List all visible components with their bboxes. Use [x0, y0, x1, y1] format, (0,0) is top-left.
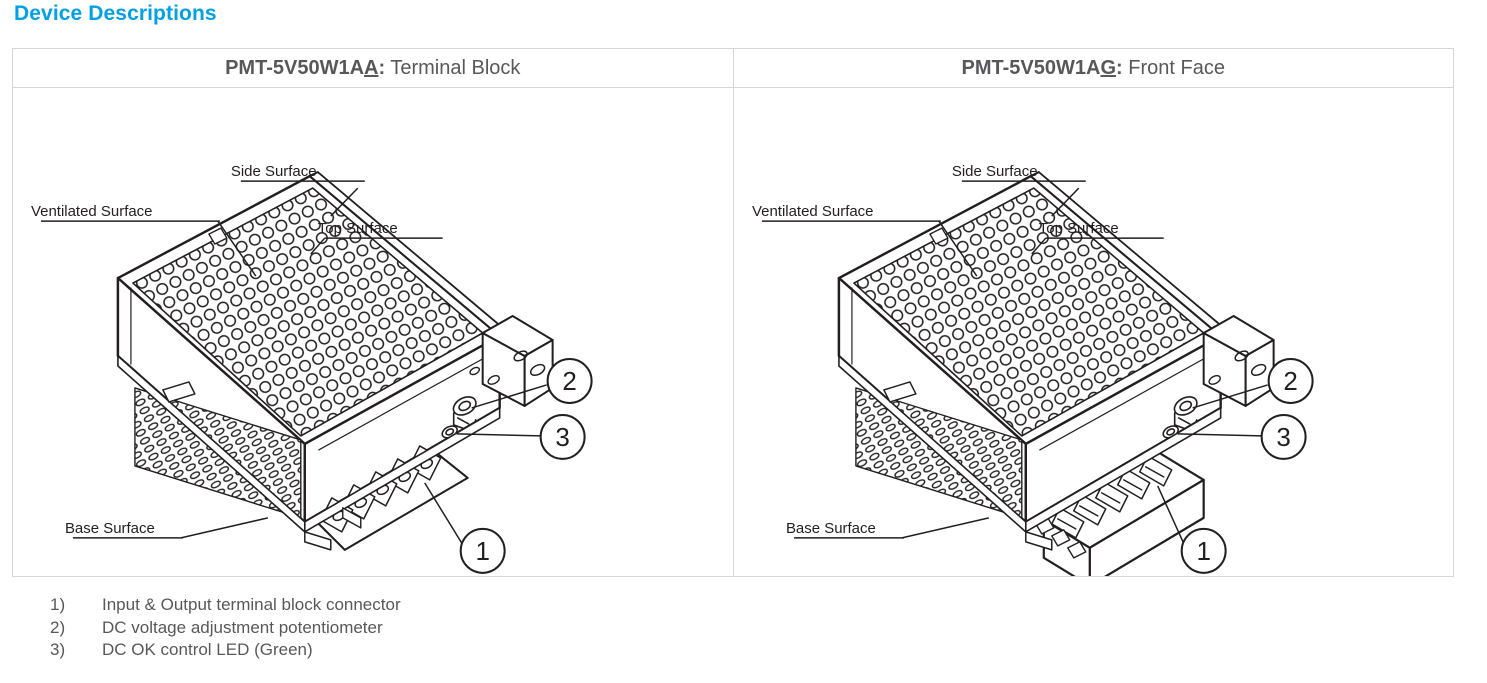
list-item: 3) DC OK control LED (Green)	[50, 639, 401, 662]
callout-2-left: 2	[546, 357, 593, 404]
model-description-right: Front Face	[1128, 56, 1225, 79]
list-item: 2) DC voltage adjustment potentiometer	[50, 617, 401, 640]
legend-number-3: 3)	[50, 640, 66, 659]
table-header-row: PMT-5V50W1AA: Terminal Block PMT-5V50W1A…	[12, 48, 1454, 88]
callout-1-right: 1	[1180, 527, 1227, 574]
model-name-left: PMT-5V50W1AA:	[225, 56, 386, 79]
device-illustration-aa: Side Surface Ventilated Surface Top Surf…	[31, 163, 593, 574]
label-top-surface-left: Top Surface	[318, 220, 398, 237]
callout-2-right: 2	[1267, 357, 1314, 404]
callout-1-left: 1	[459, 527, 506, 574]
svg-text:2: 2	[1283, 366, 1297, 396]
svg-text:1: 1	[1196, 536, 1210, 566]
legend-text-1: Input & Output terminal block connector	[102, 595, 401, 614]
legend-number-2: 2)	[50, 617, 66, 637]
label-base-surface-left: Base Surface	[65, 520, 155, 537]
page-title: Device Descriptions	[14, 2, 217, 25]
svg-text:2: 2	[562, 366, 576, 396]
callout-3-right: 3	[1260, 413, 1307, 460]
figure-cell-front-face: Side Surface Ventilated Surface Top Surf…	[732, 87, 1454, 577]
legend-text-3: DC OK control LED (Green)	[102, 640, 313, 659]
model-name-right: PMT-5V50W1AG:	[961, 56, 1123, 79]
callout-legend-list: 1) Input & Output terminal block connect…	[50, 594, 401, 662]
table-figure-row: Side Surface Ventilated Surface Top Surf…	[12, 87, 1454, 577]
label-ventilated-surface-left: Ventilated Surface	[31, 203, 153, 220]
label-base-surface-right: Base Surface	[785, 520, 875, 537]
device-illustration-ag: Side Surface Ventilated Surface Top Surf…	[751, 163, 1314, 576]
label-ventilated-surface-right: Ventilated Surface	[751, 203, 873, 220]
model-description-left: Terminal Block	[390, 56, 521, 79]
svg-text:3: 3	[555, 422, 569, 452]
label-side-surface-right: Side Surface	[951, 163, 1037, 180]
callout-3-left: 3	[539, 413, 586, 460]
label-side-surface-left: Side Surface	[231, 163, 317, 180]
column-header-terminal-block: PMT-5V50W1AA: Terminal Block	[12, 48, 734, 88]
svg-text:3: 3	[1276, 422, 1290, 452]
column-header-front-face: PMT-5V50W1AG: Front Face	[732, 48, 1454, 88]
device-drawing-terminal-block: Side Surface Ventilated Surface Top Surf…	[13, 88, 733, 576]
legend-number-1: 1)	[50, 595, 66, 614]
label-top-surface-right: Top Surface	[1038, 220, 1118, 237]
legend-text-2: DC voltage adjustment potentiometer	[102, 617, 383, 637]
list-item: 1) Input & Output terminal block connect…	[50, 594, 401, 617]
device-drawing-front-face: Side Surface Ventilated Surface Top Surf…	[734, 88, 1454, 576]
svg-text:1: 1	[475, 536, 489, 566]
device-descriptions-table: PMT-5V50W1AA: Terminal Block PMT-5V50W1A…	[12, 48, 1454, 577]
figure-cell-terminal-block: Side Surface Ventilated Surface Top Surf…	[12, 87, 734, 577]
